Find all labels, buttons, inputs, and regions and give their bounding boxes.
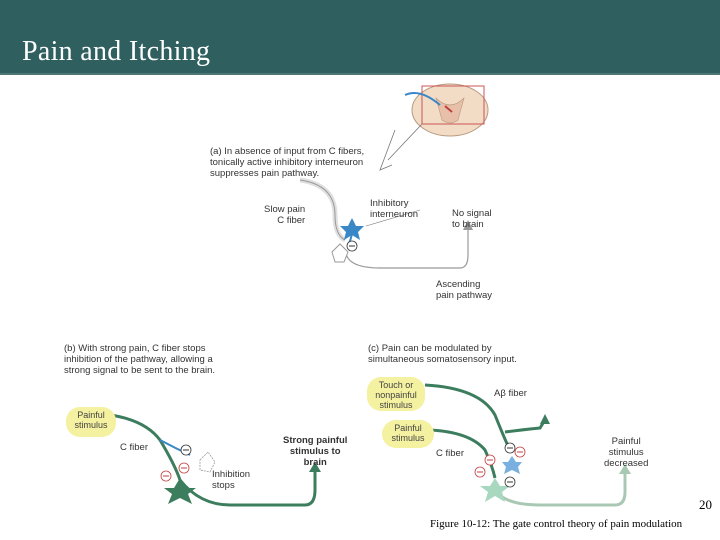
callout-line xyxy=(387,123,423,161)
slow-pain-label: Slow pain C fiber xyxy=(264,204,306,226)
title-banner xyxy=(0,0,720,75)
panel-c-description: (c) Pain can be modulated by simultaneou… xyxy=(368,343,517,365)
slide-title: Pain and Itching xyxy=(22,36,211,67)
painful-stimulus-c: Painful stimulus xyxy=(382,420,434,448)
inhibitory-interneuron-label: Inhibitory interneuron xyxy=(370,198,419,220)
pain-decreased-label: Painful stimulus decreased xyxy=(604,436,649,469)
no-signal-label: No signal to brain xyxy=(452,208,492,230)
figure-caption: Figure 10-12: The gate control theory of… xyxy=(430,518,683,530)
painful-stimulus-b: Painful stimulus xyxy=(66,407,116,437)
panel-a-description: (a) In absence of input from C fibers, t… xyxy=(210,146,365,179)
touch-stimulus: Touch or nonpainful stimulus xyxy=(367,377,425,411)
callout-arrow xyxy=(379,129,396,171)
inhibition-stops-label: Inhibition stops xyxy=(212,469,251,491)
slide-number: 20 xyxy=(699,497,712,512)
c-fiber-label-b: C fiber xyxy=(120,442,148,453)
abeta-fiber-label: Aβ fiber xyxy=(494,388,527,399)
ascending-pathway-label: Ascending pain pathway xyxy=(436,279,492,301)
spinal-cord-inset xyxy=(404,83,489,137)
panel-a-diagram xyxy=(299,177,473,269)
strong-signal-label: Strong painful stimulus to brain xyxy=(283,435,348,468)
banner-divider xyxy=(0,73,720,75)
panel-c-diagram xyxy=(424,383,631,507)
panel-b-description: (b) With strong pain, C fiber stops inhi… xyxy=(64,343,216,376)
c-fiber-label-c: C fiber xyxy=(436,448,464,459)
panel-b-diagram xyxy=(109,413,321,507)
